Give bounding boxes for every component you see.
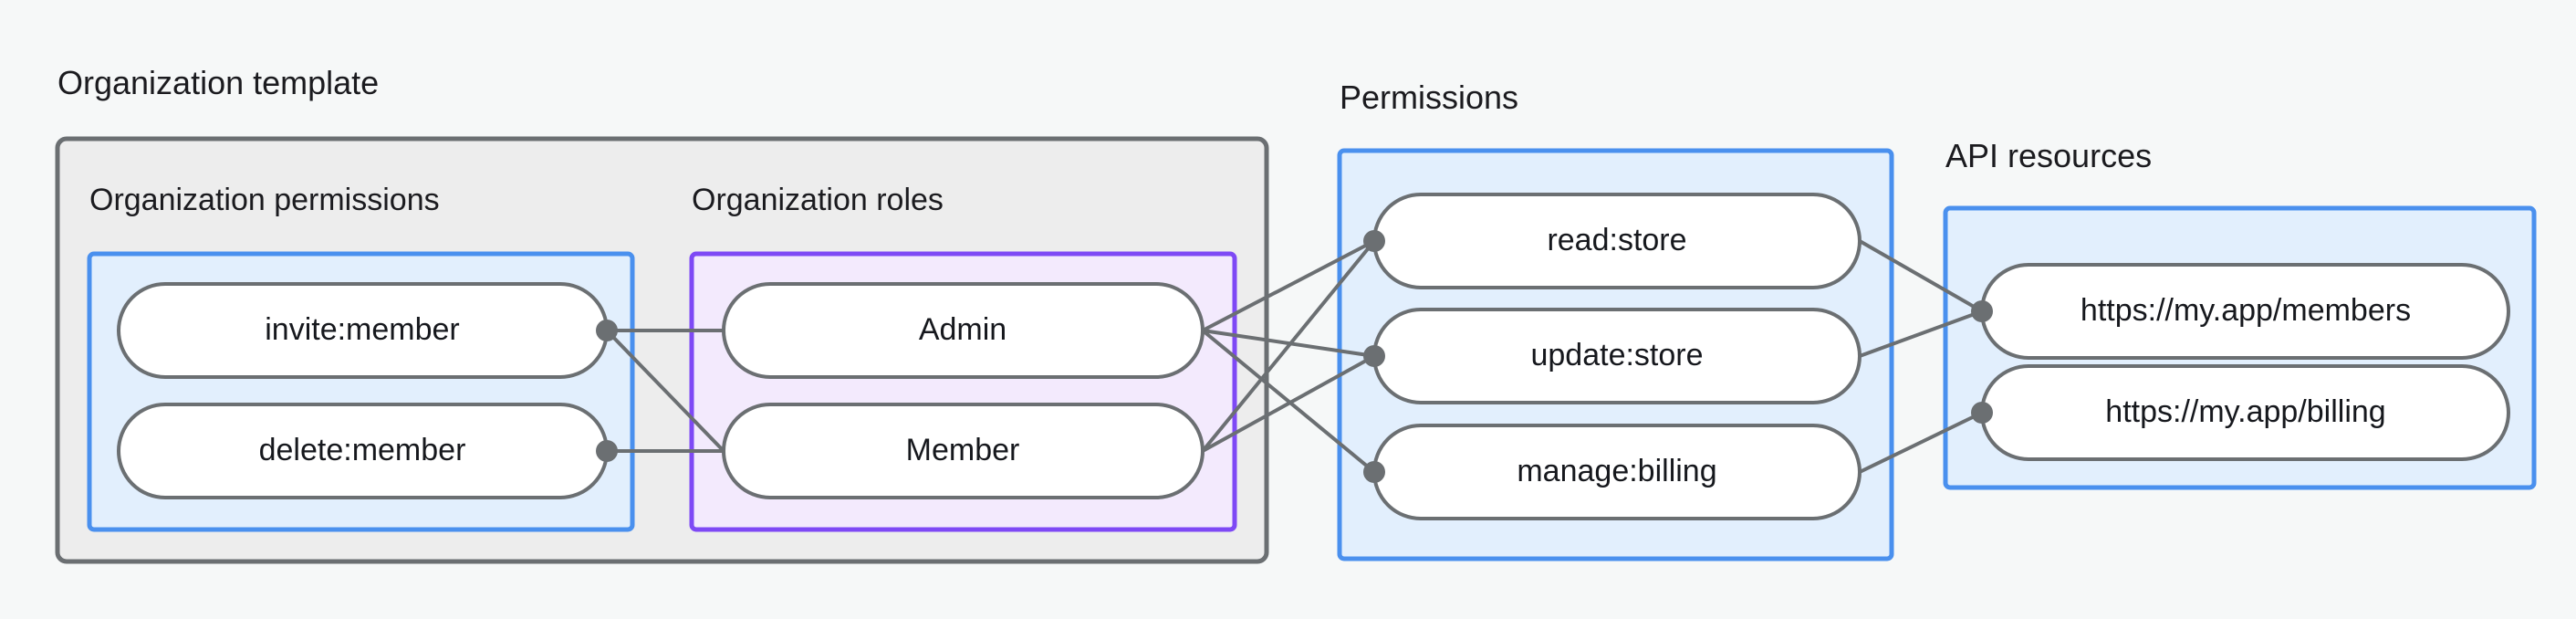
port-update-store-in <box>1363 345 1385 367</box>
node-admin[interactable]: Admin <box>722 282 1205 379</box>
port-manage-billing-in <box>1363 461 1385 483</box>
edge-admin-to-manage-billing <box>1201 329 1376 474</box>
label-organization-permissions: Organization permissions <box>89 183 440 217</box>
edge-admin-to-read-store <box>1202 239 1375 332</box>
node-read-store[interactable]: read:store <box>1372 193 1862 289</box>
port-billing-url-in <box>1971 402 1993 424</box>
port-members-url-in <box>1971 300 1993 322</box>
node-member[interactable]: Member <box>722 403 1205 499</box>
node-read-store-label: read:store <box>1547 223 1686 257</box>
node-admin-label: Admin <box>919 312 1006 347</box>
label-permissions: Permissions <box>1340 79 1518 116</box>
node-manage-billing[interactable]: manage:billing <box>1372 424 1862 520</box>
edge-manage-billing-to-billing-url <box>1859 411 1983 474</box>
node-billing-url[interactable]: https://my.app/billing <box>1980 364 2510 461</box>
node-member-label: Member <box>906 433 1020 467</box>
node-invite-member[interactable]: invite:member <box>117 282 609 379</box>
edge-update-store-to-members-url <box>1859 310 1983 358</box>
label-api-resources: API resources <box>1945 137 2152 174</box>
label-organization-template: Organization template <box>57 64 379 101</box>
edge-layer <box>605 239 1983 474</box>
edge-member-to-read-store <box>1201 239 1376 453</box>
node-update-store-label: update:store <box>1530 338 1703 372</box>
edge-invite-member-to-member <box>605 329 725 453</box>
node-members-url-label: https://my.app/members <box>2081 293 2411 328</box>
node-delete-member-label: delete:member <box>259 433 466 467</box>
node-update-store[interactable]: update:store <box>1372 308 1862 404</box>
port-layer <box>596 230 1993 483</box>
node-invite-member-label: invite:member <box>265 312 460 347</box>
node-delete-member[interactable]: delete:member <box>117 403 609 499</box>
edge-read-store-to-members-url <box>1859 239 1983 313</box>
node-members-url[interactable]: https://my.app/members <box>1980 263 2510 360</box>
port-invite-member-out <box>596 320 618 341</box>
port-read-store-in <box>1363 230 1385 252</box>
port-delete-member-out <box>596 440 618 462</box>
edge-member-to-update-store <box>1202 354 1375 453</box>
label-organization-roles: Organization roles <box>692 183 944 217</box>
node-billing-url-label: https://my.app/billing <box>2105 394 2385 429</box>
node-manage-billing-label: manage:billing <box>1517 454 1716 488</box>
